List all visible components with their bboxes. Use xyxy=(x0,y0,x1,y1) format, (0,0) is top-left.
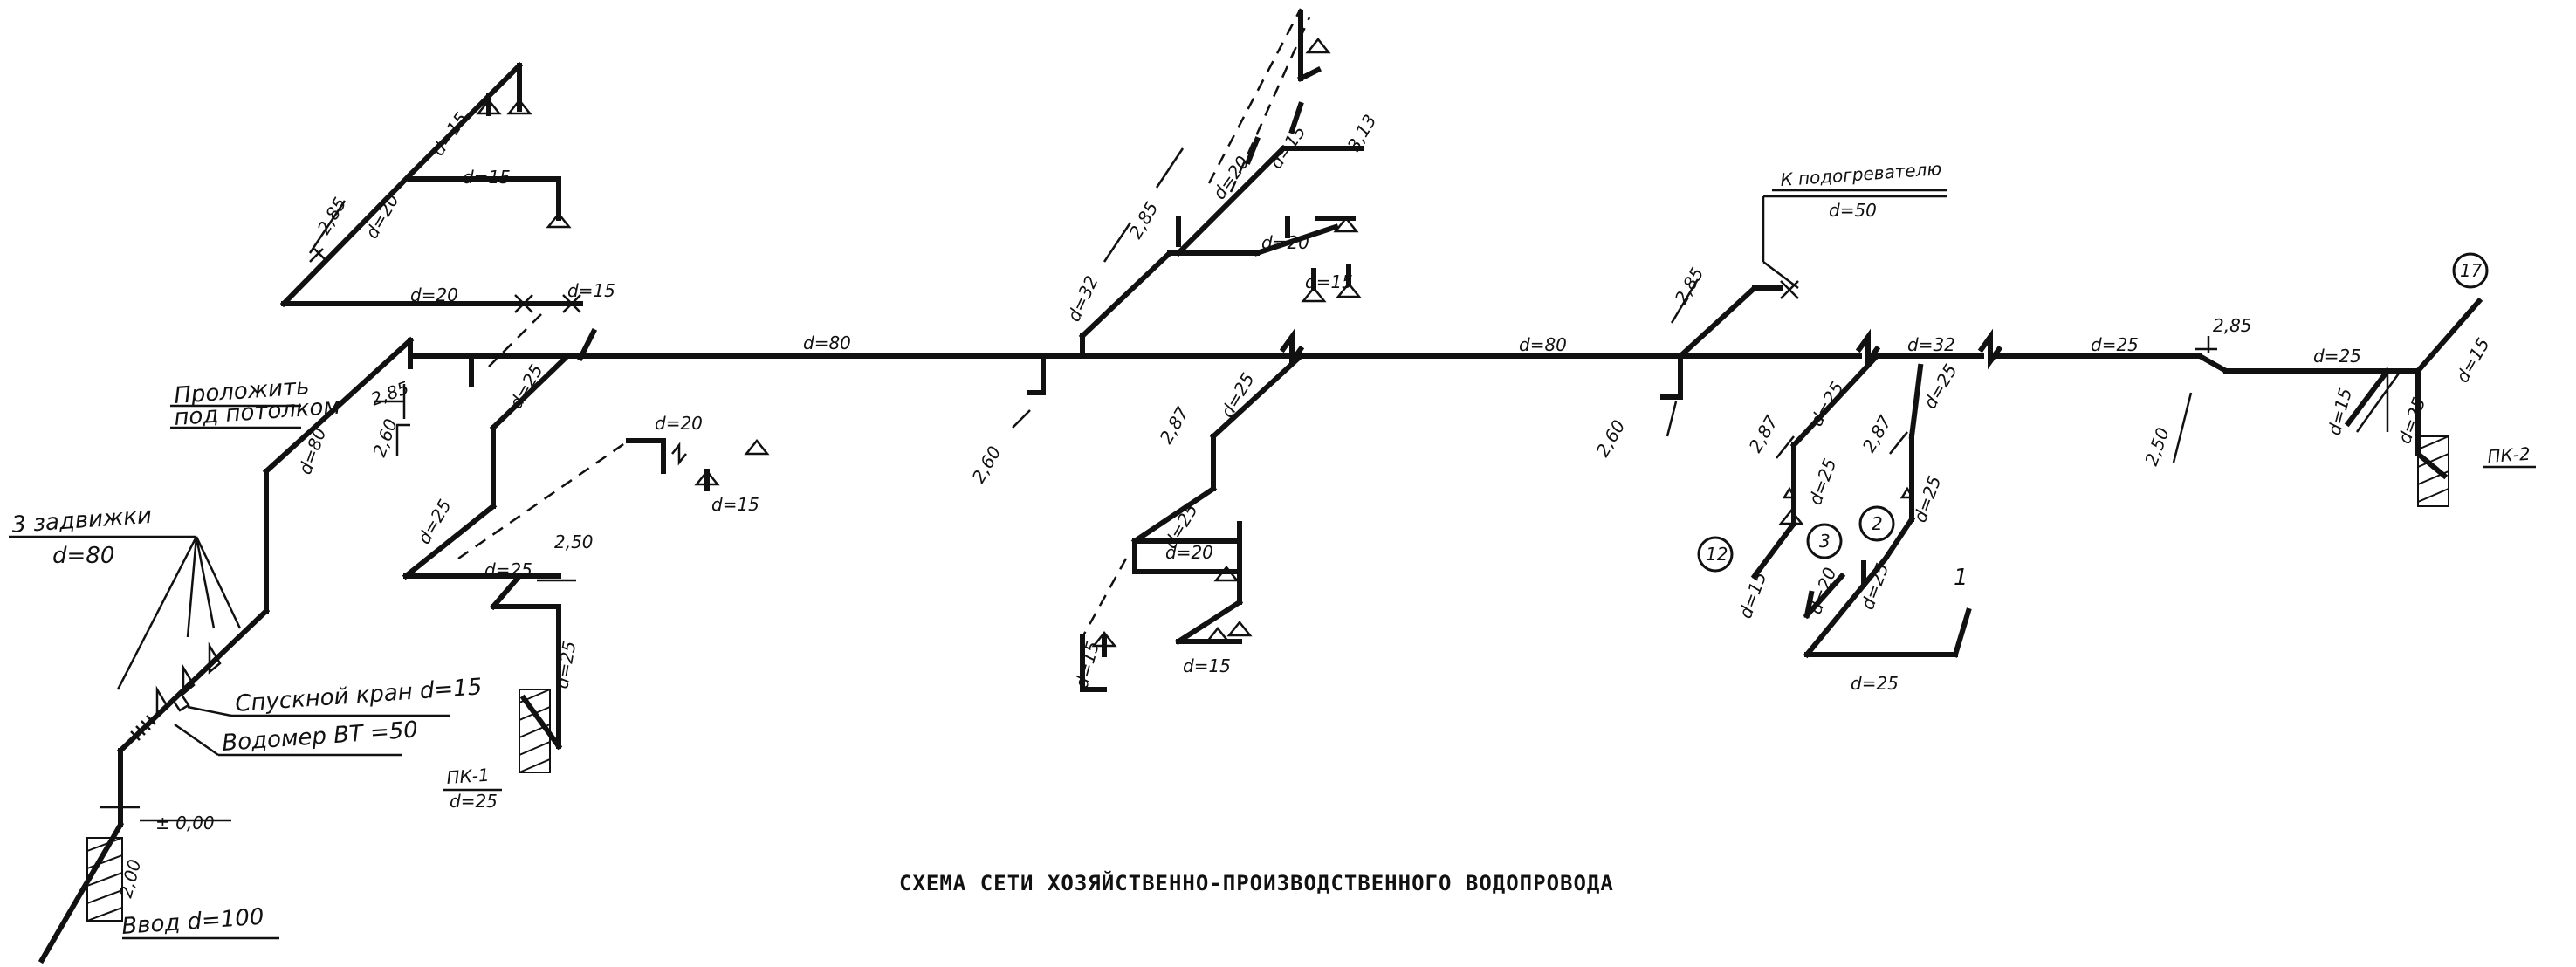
dia-label: d=25 xyxy=(1804,456,1840,508)
scheme-title: СХЕМА СЕТИ ХОЗЯЙСТВЕННО-ПРОИЗВОДСТВЕННОГ… xyxy=(899,870,1614,895)
marker-3-circle xyxy=(1806,523,1843,559)
dia-label: d=80 xyxy=(52,543,114,569)
elevation-label: 2,85 xyxy=(313,194,351,238)
note-labels: Проложить под потолком 3 задвижки Спускн… xyxy=(10,158,2531,940)
branch-heater xyxy=(1660,195,1947,400)
branch-pk1 xyxy=(402,352,770,773)
dia-label: d=15 xyxy=(2324,386,2356,437)
elevation-label: 2,50 xyxy=(2140,425,2174,469)
leader-lines xyxy=(9,189,2536,940)
marker-1: 1 xyxy=(1954,565,1968,591)
inlet-riser xyxy=(38,336,415,964)
dia-label: d=15 xyxy=(1183,655,1231,676)
branch-middle-top xyxy=(1078,8,1364,359)
dia-label: d=15 xyxy=(567,280,615,301)
dia-label: d=32 xyxy=(1063,272,1103,325)
note-drain-valve: Спускной кран d=15 xyxy=(234,674,483,717)
dia-label: d=25 xyxy=(484,559,532,580)
dia-label: d=15 xyxy=(2452,334,2494,387)
note-pk2: ПК-2 xyxy=(2487,443,2531,467)
marker-2: 2 xyxy=(1872,513,1883,534)
elevation-label: 2,87 xyxy=(1858,412,1896,456)
note-water-meter: Водомер ВТ =50 xyxy=(221,717,418,757)
dia-label: d=25 xyxy=(551,640,580,690)
note-three-valves: 3 задвижки xyxy=(10,503,152,538)
dia-label: d=20 xyxy=(1261,232,1309,253)
branch-260-middle xyxy=(1012,390,1046,429)
elevation-label: 2,87 xyxy=(1156,403,1193,448)
dia-label: d=32 xyxy=(1907,334,1955,355)
dia-label: d=25 xyxy=(1909,473,1945,525)
dia-label: d=15 xyxy=(1735,569,1770,621)
dia-label: d=25 xyxy=(1851,673,1899,694)
dia-label: d=25 xyxy=(1806,378,1848,430)
branch-right xyxy=(1750,352,2449,659)
dia-label: d=15 xyxy=(463,167,511,188)
marker-17-circle xyxy=(2452,252,2489,289)
dia-label: d=25 xyxy=(450,791,498,812)
elevation-label: 2,87 xyxy=(1745,412,1783,456)
note-pk1: ПК-1 xyxy=(446,765,491,788)
marker-3: 3 xyxy=(1819,531,1831,552)
dia-label: d=20 xyxy=(655,413,703,434)
dia-label: d=80 xyxy=(803,333,851,353)
dia-label: d=25 xyxy=(1217,369,1259,422)
elevation-label: 2,60 xyxy=(968,442,1006,487)
dia-label: d=80 xyxy=(1519,334,1567,355)
elevation-label: 3,13 xyxy=(1343,111,1381,155)
note-to-heater: К подогревателю xyxy=(1780,158,1942,190)
diameter-labels: d=80 d=80 d=80 d=80 d=50 d=32 d=32 d=25 … xyxy=(52,108,2494,812)
elevation-label: 2,50 xyxy=(554,532,594,552)
dia-label: d=25 xyxy=(2091,334,2139,355)
dia-label: d=20 xyxy=(1165,542,1213,563)
elevation-label: 2,85 xyxy=(1125,198,1163,243)
dia-label: d=25 xyxy=(1920,360,1961,413)
dia-label: d=15 xyxy=(1071,639,1103,690)
dia-label: d=25 xyxy=(505,360,547,413)
position-markers: 12 3 2 1 17 xyxy=(1697,252,2489,591)
elevation-label: 2,60 xyxy=(1592,416,1630,461)
elevation-label: 2,00 xyxy=(115,857,146,900)
main-line xyxy=(408,297,2483,456)
marker-12: 12 xyxy=(1706,544,1728,565)
dia-label: d=15 xyxy=(711,494,759,515)
dia-label: d=25 xyxy=(2313,346,2361,367)
marker-2-circle xyxy=(1858,505,1895,542)
elevation-label: 2,85 xyxy=(2213,315,2252,336)
marker-17: 17 xyxy=(2460,260,2483,281)
dia-label: d=25 xyxy=(2394,394,2429,447)
marker-12-circle xyxy=(1697,536,1734,573)
elevation-marks xyxy=(100,147,2217,809)
elevation-label: 2,85 xyxy=(1671,264,1708,308)
elevation-label: ± 0,00 xyxy=(155,813,215,833)
dia-label: d=20 xyxy=(1208,152,1253,203)
dia-label: d=20 xyxy=(410,285,458,305)
dia-label: d=80 xyxy=(294,425,330,477)
dia-label: d=15 xyxy=(427,108,471,160)
dia-label: d=15 xyxy=(1305,271,1353,292)
branch-middle-bottom xyxy=(1080,352,1305,692)
note-inlet: Ввод d=100 xyxy=(120,904,264,940)
branch-top-left xyxy=(279,61,598,367)
dia-label: d=50 xyxy=(1829,200,1877,221)
